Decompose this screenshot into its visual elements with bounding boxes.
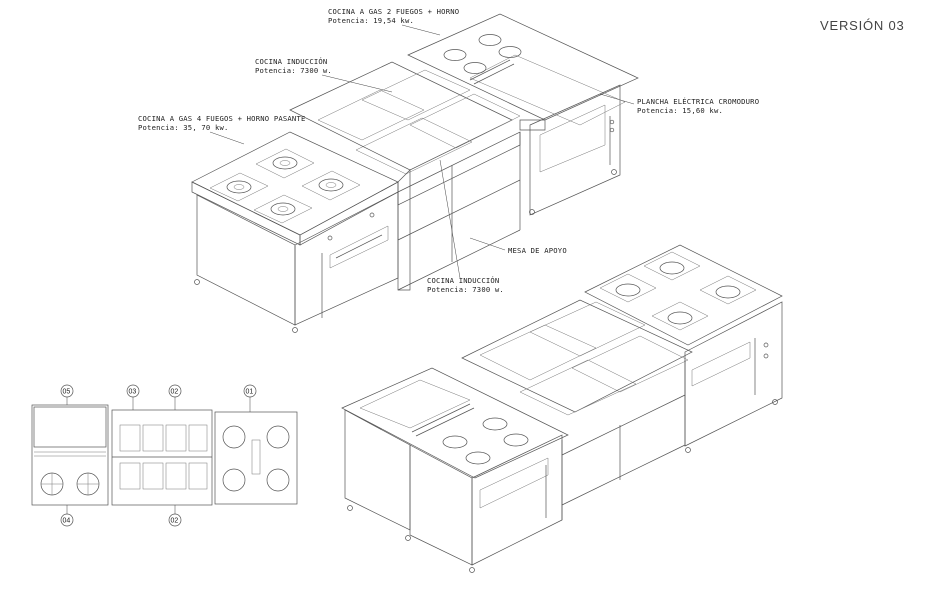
- burner-grid-top-left: [209, 148, 361, 224]
- svg-text:01: 01: [246, 389, 254, 396]
- label-induction-bottom-power: Potencia: 7300 w.: [427, 285, 504, 294]
- plan-callout-05: 05: [60, 384, 74, 405]
- plan-burners-01: [222, 425, 290, 492]
- induction-module-upper: [289, 61, 521, 291]
- plan-view: 05 03 02 01 04 02: [31, 384, 298, 527]
- burner-pair-bottom: [442, 417, 529, 465]
- plan-callout-02-top: 02: [168, 384, 182, 410]
- label-mesa-apoyo: MESA DE APOYO: [469, 237, 567, 255]
- svg-text:04: 04: [63, 518, 71, 525]
- gas-2-burner-and-plancha: [407, 13, 639, 216]
- island-isometric-bottom: [341, 244, 783, 573]
- plancha-front-unit: [341, 367, 569, 573]
- gas-4-burner-right-unit: [584, 244, 783, 453]
- plan-induction-zones: [119, 424, 208, 490]
- label-gas-2-burners-title: COCINA A GAS 2 FUEGOS + HORNO: [328, 7, 459, 16]
- label-gas-2-burners: COCINA A GAS 2 FUEGOS + HORNO Potencia: …: [328, 7, 459, 36]
- svg-text:03: 03: [129, 389, 137, 396]
- plan-callout-03: 03: [126, 384, 140, 410]
- svg-text:02: 02: [171, 389, 179, 396]
- label-plancha-power: Potencia: 15,60 kw.: [637, 106, 723, 115]
- gas-4-burner-unit: [191, 131, 399, 333]
- support-table: [397, 131, 521, 291]
- label-induction-bottom-title: COCINA INDUCCIÓN: [427, 276, 499, 285]
- label-gas-4-burners-power: Potencia: 35, 70 kw.: [138, 123, 229, 132]
- plan-burners-04: [40, 472, 100, 496]
- version-title: VERSIÓN 03: [820, 18, 905, 33]
- burner-grid-right: [599, 251, 757, 331]
- label-gas-4-burners-title: COCINA A GAS 4 FUEGOS + HORNO PASANTE: [138, 114, 306, 123]
- svg-text:02: 02: [171, 518, 179, 525]
- burner-pair-top: [443, 34, 522, 74]
- plan-callout-04: 04: [60, 505, 74, 527]
- label-induction-bottom: COCINA INDUCCIÓN Potencia: 7300 w.: [427, 159, 504, 294]
- induction-module-lower: [461, 299, 693, 520]
- label-induction-top-title: COCINA INDUCCIÓN: [255, 57, 327, 66]
- svg-text:05: 05: [63, 389, 71, 396]
- label-gas-4-burners: COCINA A GAS 4 FUEGOS + HORNO PASANTE Po…: [138, 114, 306, 145]
- label-mesa-apoyo-title: MESA DE APOYO: [508, 246, 567, 255]
- island-isometric-top: [191, 13, 639, 333]
- plan-callout-02-bottom: 02: [168, 505, 182, 527]
- label-plancha: PLANCHA ELÉCTRICA CROMODURO Potencia: 15…: [599, 93, 759, 115]
- plan-callout-01: 01: [243, 384, 257, 412]
- label-induction-top-power: Potencia: 7300 w.: [255, 66, 332, 75]
- label-gas-2-burners-power: Potencia: 19,54 kw.: [328, 16, 414, 25]
- label-induction-top: COCINA INDUCCIÓN Potencia: 7300 w.: [255, 57, 393, 93]
- label-plancha-title: PLANCHA ELÉCTRICA CROMODURO: [637, 97, 759, 106]
